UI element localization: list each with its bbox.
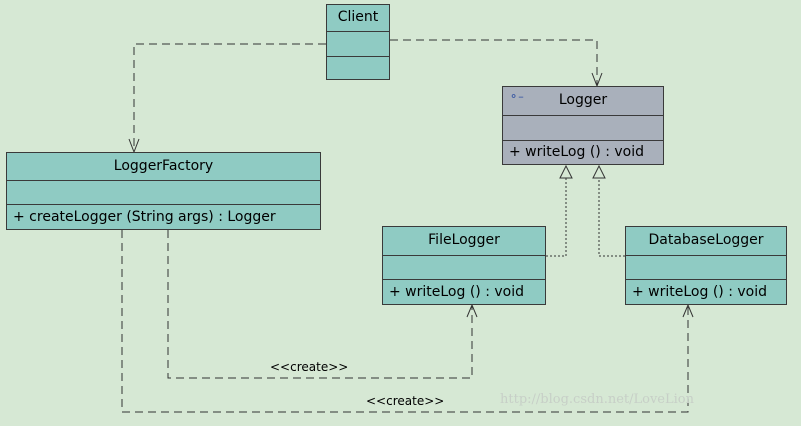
operations-section — [327, 56, 389, 79]
operation-writelog: + writeLog () : void — [503, 140, 663, 164]
arrowhead-database — [682, 303, 694, 318]
class-name: DatabaseLogger — [648, 232, 764, 248]
create-file-line — [167, 230, 473, 379]
class-file-logger[interactable]: FileLogger + writeLog () : void — [382, 226, 546, 305]
class-logger-factory[interactable]: LoggerFactory + createLogger (String arg… — [6, 152, 321, 230]
create-label-file: <<create>> — [270, 360, 349, 374]
class-name: LoggerFactory — [113, 158, 214, 174]
dep-client-factory — [133, 43, 326, 152]
attributes-section — [327, 31, 389, 56]
operation-writelog: + writeLog () : void — [383, 279, 545, 304]
arrowhead-file — [466, 303, 478, 318]
dep-client-logger — [390, 39, 598, 86]
realize-database — [598, 178, 625, 257]
class-client[interactable]: Client — [326, 4, 390, 80]
class-name: Logger — [558, 92, 608, 108]
operation-writelog: + writeLog () : void — [626, 279, 786, 304]
attributes-section — [7, 180, 320, 204]
realize-arrow-file — [559, 164, 573, 179]
create-label-database: <<create>> — [366, 394, 445, 408]
class-name: FileLogger — [428, 232, 500, 248]
interface-icon: ⚬– — [509, 90, 524, 103]
realize-file — [546, 178, 567, 257]
realize-arrow-database — [592, 164, 606, 179]
class-logger[interactable]: ⚬– Logger + writeLog () : void — [502, 86, 664, 165]
class-database-logger[interactable]: DatabaseLogger + writeLog () : void — [625, 226, 787, 305]
class-name: Client — [337, 9, 379, 25]
operation-createlogger: + createLogger (String args) : Logger — [7, 204, 320, 229]
attributes-section — [383, 255, 545, 279]
attributes-section — [626, 255, 786, 279]
attributes-section — [503, 115, 663, 140]
watermark: http://blog.csdn.net/LoveLion — [500, 392, 694, 407]
create-database-line — [121, 230, 689, 413]
